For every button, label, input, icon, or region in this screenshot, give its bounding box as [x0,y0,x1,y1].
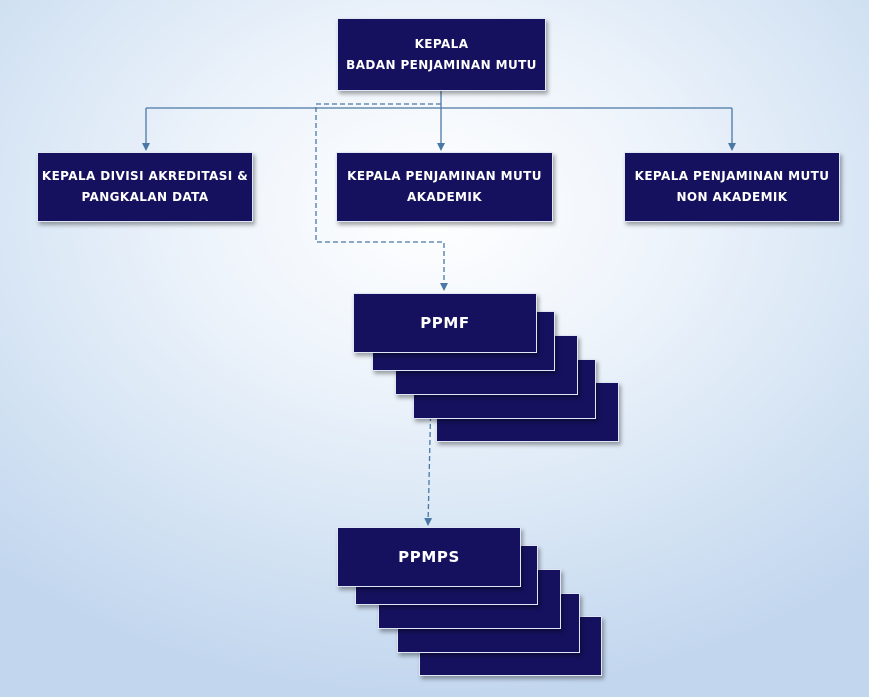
head-line-2: BADAN PENJAMINAN MUTU [346,57,537,72]
division-box-akademik: KEPALA PENJAMINAN MUTU AKADEMIK [336,152,553,222]
division-line-2: NON AKADEMIK [676,190,788,204]
division-line-2: AKADEMIK [407,190,482,204]
division-line-2: PANGKALAN DATA [81,190,209,204]
ppmps-label: PPMPS [398,547,460,566]
dashed-arrow-to-ppmf [315,103,448,291]
ppmf-box: PPMF [353,293,537,353]
ppmps-box: PPMPS [337,527,521,587]
division-line-1: KEPALA DIVISI AKREDITASI & [41,169,249,183]
head-box: KEPALA BADAN PENJAMINAN MUTU [337,18,546,91]
division-box-akreditasi: KEPALA DIVISI AKREDITASI & PANGKALAN DAT… [37,152,253,222]
head-line-1: KEPALA [414,36,469,51]
ppmf-label: PPMF [420,313,470,332]
division-line-1: KEPALA PENJAMINAN MUTU [347,169,542,183]
division-box-non-akademik: KEPALA PENJAMINAN MUTU NON AKADEMIK [624,152,840,222]
division-line-1: KEPALA PENJAMINAN MUTU [634,169,830,183]
